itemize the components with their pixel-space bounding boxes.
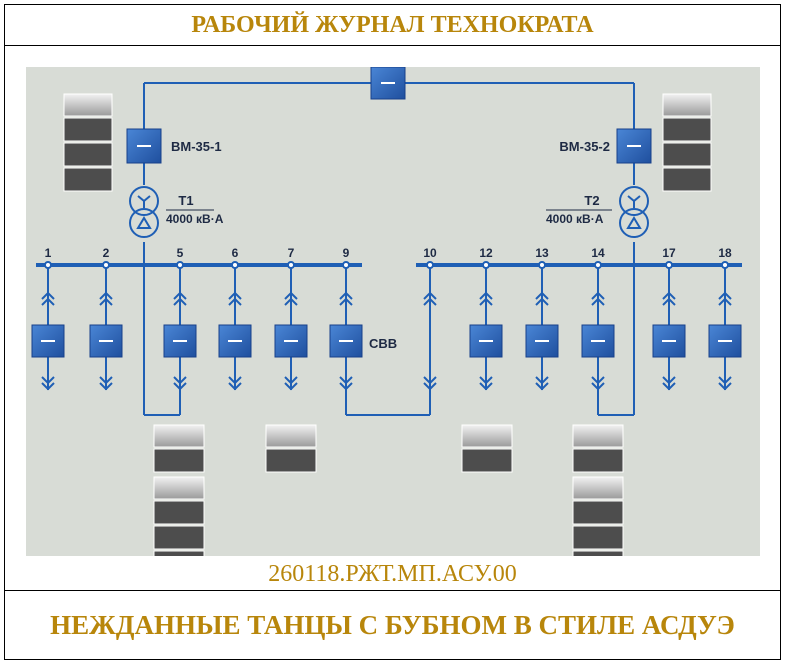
feeder-number: 2 bbox=[103, 246, 110, 260]
control-panel-c bbox=[265, 424, 317, 473]
feeder-12[interactable]: 12 bbox=[469, 246, 503, 391]
control-panel-left-top bbox=[63, 93, 113, 192]
control-panel-f bbox=[572, 476, 624, 556]
feeder-2[interactable]: 2 bbox=[89, 246, 123, 391]
feeder-13[interactable]: 13 bbox=[525, 246, 559, 391]
feeder-9[interactable]: 9 bbox=[329, 246, 363, 391]
feeder-number: 18 bbox=[718, 246, 732, 260]
feeder-18[interactable]: 18 bbox=[708, 246, 742, 391]
feeder-number: 5 bbox=[177, 246, 184, 260]
single-line-diagram: ВМ-35-1 ВМ-35-2 Т1 4000 кВ·А Т2 4000 кВ·… bbox=[26, 67, 760, 556]
feeder-number: 14 bbox=[591, 246, 605, 260]
control-panel-a bbox=[153, 424, 205, 473]
feeder-number: 1 bbox=[45, 246, 52, 260]
transformer-t1[interactable] bbox=[129, 186, 159, 238]
journal-title: РАБОЧИЙ ЖУРНАЛ ТЕХНОКРАТА bbox=[5, 5, 780, 46]
feeder-number: 9 bbox=[343, 246, 350, 260]
feeder-14[interactable]: 14 bbox=[581, 246, 615, 391]
t1-rating: 4000 кВ·А bbox=[166, 212, 224, 226]
feeder-number: 13 bbox=[535, 246, 549, 260]
feeder-number: 10 bbox=[423, 246, 437, 260]
feeder-7[interactable]: 7 bbox=[274, 246, 308, 391]
t2-name: Т2 bbox=[584, 193, 599, 208]
page-frame bbox=[4, 4, 781, 660]
control-panel-e bbox=[572, 424, 624, 473]
feeder-1[interactable]: 1 bbox=[31, 246, 65, 391]
footer-caption: НЕЖДАННЫЕ ТАНЦЫ С БУБНОМ В СТИЛЕ АСДУЭ bbox=[50, 610, 735, 640]
document-code: 260118.РЖТ.МП.АСУ.00 bbox=[5, 558, 780, 591]
feeder-10[interactable]: 10 bbox=[423, 246, 437, 391]
transformer-t2[interactable] bbox=[619, 186, 649, 238]
feeder-number: 17 bbox=[662, 246, 676, 260]
t2-rating: 4000 кВ·А bbox=[546, 212, 604, 226]
feeder-6[interactable]: 6 bbox=[218, 246, 252, 391]
feeder-5[interactable]: 5 bbox=[163, 246, 197, 391]
feeder-breaker[interactable] bbox=[163, 324, 197, 358]
control-panel-right-top bbox=[662, 93, 712, 192]
t1-name: Т1 bbox=[178, 193, 193, 208]
control-panel-b bbox=[153, 476, 205, 556]
feeder-number: 12 bbox=[479, 246, 493, 260]
feeder-number: 6 bbox=[232, 246, 239, 260]
feeder-number: 7 bbox=[288, 246, 295, 260]
feeder-17[interactable]: 17 bbox=[652, 246, 686, 391]
coupler-label: СВВ bbox=[369, 336, 397, 351]
breaker-right-label: ВМ-35-2 bbox=[559, 139, 610, 154]
control-panel-d bbox=[461, 424, 513, 473]
breaker-left-label: ВМ-35-1 bbox=[171, 139, 222, 154]
